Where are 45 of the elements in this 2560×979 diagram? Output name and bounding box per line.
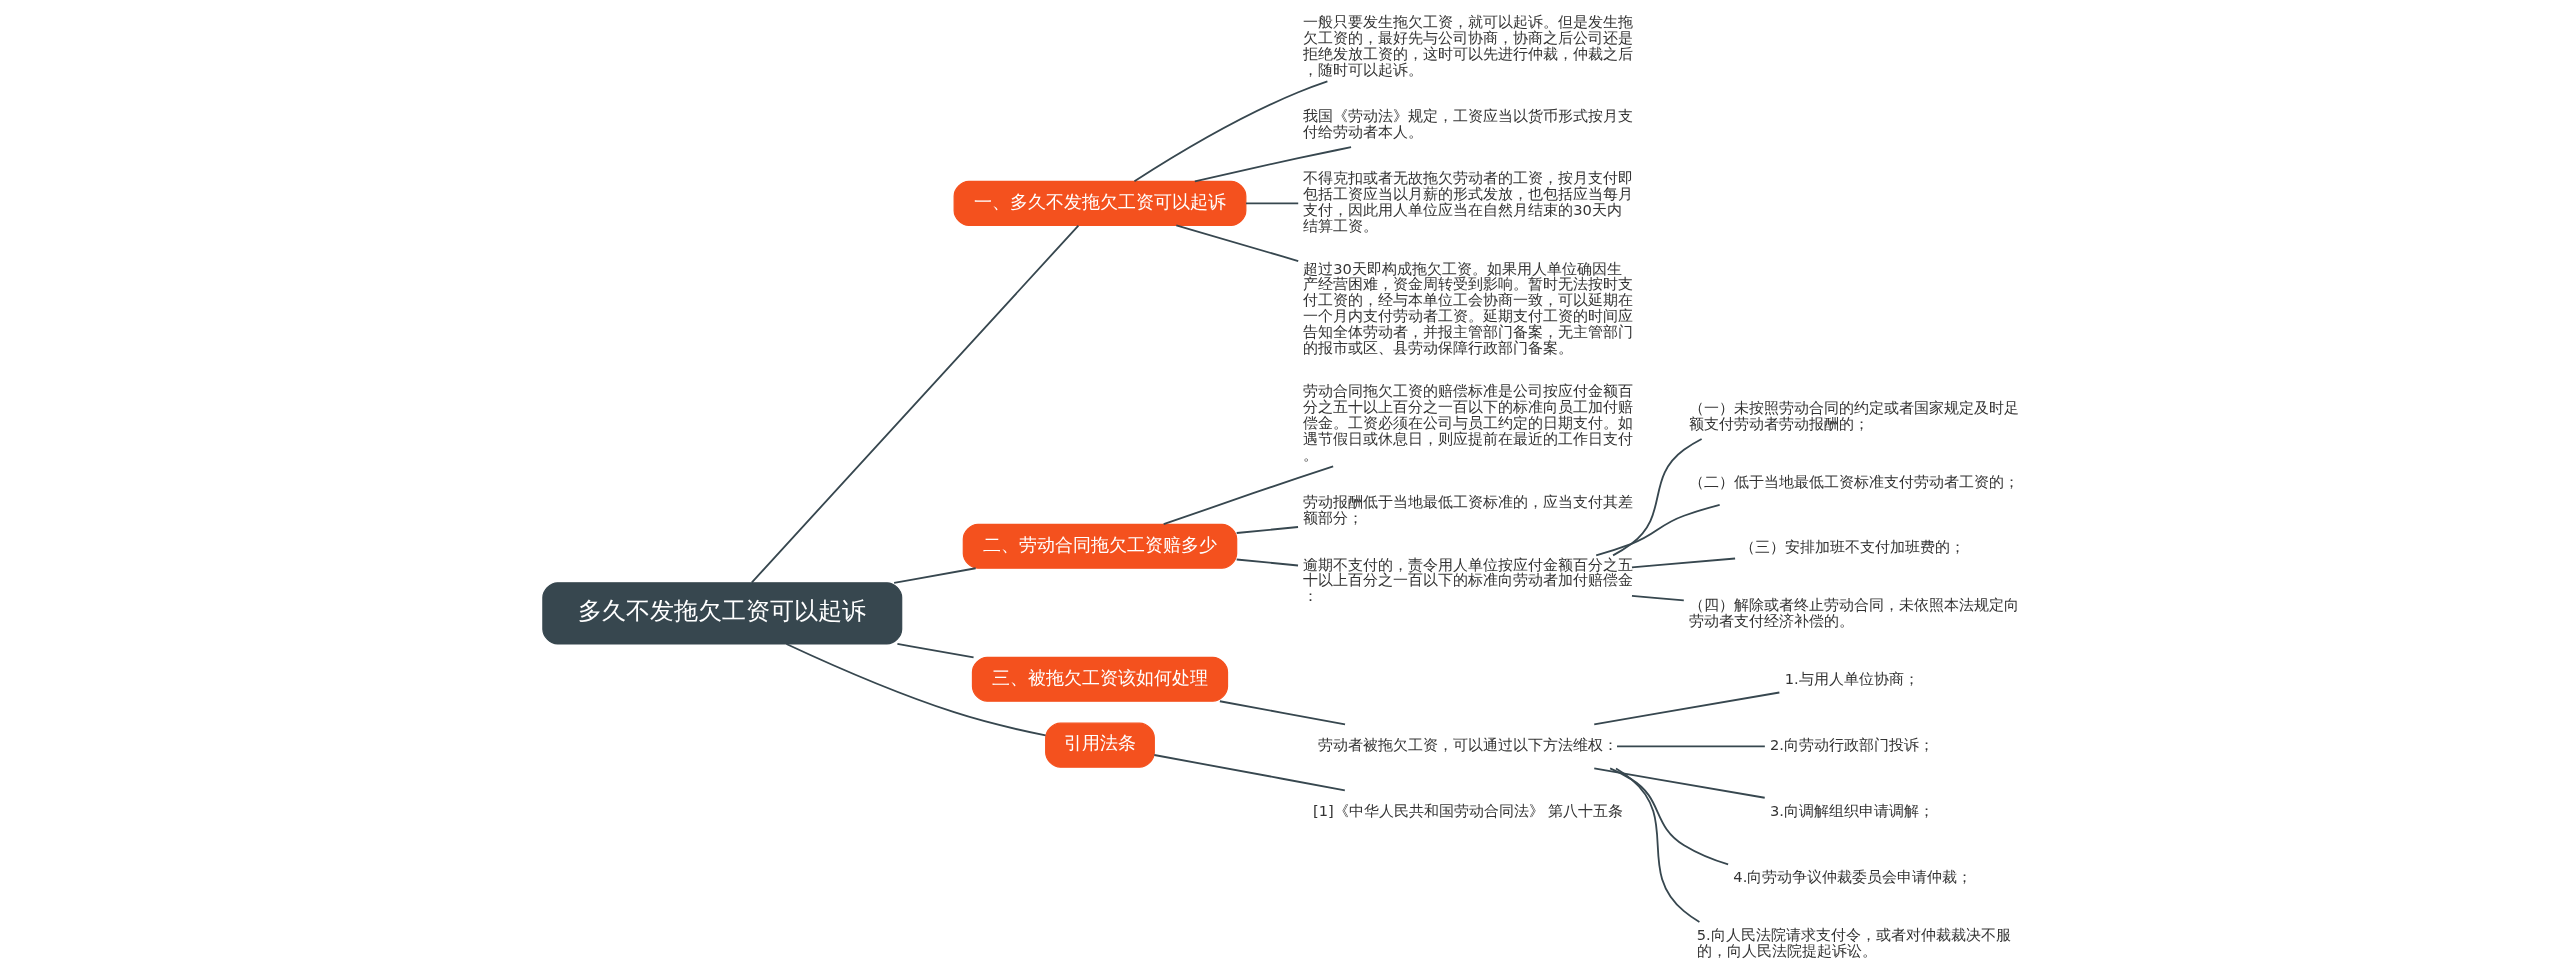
connector [1609,767,1730,866]
node-text: 一般只要发生拖欠工资，就可以起诉。但是发生拖欠工资的，最好先与公司协商，协商之后公司还是拒绝发放工资的，这时可以先进行仲裁，仲裁之后，随时可以起诉。 [1303,13,1634,78]
connector [1235,558,1299,567]
connector [1133,80,1329,183]
connector [785,643,1047,737]
connector [1235,526,1299,534]
node-text: [1]《中华人民共和国劳动合同法》 第八十五条 [1312,802,1624,820]
node-text: （四）解除或者终止劳动合同，未依照本法规定向劳动者支付经济补偿的。 [1688,596,2019,630]
node-text: （二）低于当地最低工资标准支付劳动者工资的； [1688,472,2019,490]
node-text: （一）未按照劳动合同的约定或者国家规定及时足额支付劳动者劳动报酬的； [1688,398,2019,432]
connector [1595,503,1721,557]
connector [1153,754,1346,792]
node-text: 5.向人民法院请求支付令，或者对仲裁裁决不服的，向人民法院提起诉讼。 [1696,925,2011,959]
node-text: 4.向劳动争议仲裁委员会申请仲裁； [1733,867,1973,885]
connector [1219,700,1346,726]
connector [750,224,1080,584]
connector [1593,691,1781,726]
node-text: 劳动者被拖欠工资，可以通过以下方法维权： [1317,736,1618,754]
node-text: （三）安排加班不支付加班费的； [1740,538,1966,556]
node-box: 引用法条 [1045,722,1155,768]
connector [1612,438,1703,557]
connector [1162,465,1335,526]
connector [1245,202,1300,205]
connector [1615,767,1701,923]
node-box: 三、被拖欠工资该如何处理 [971,656,1229,702]
node-box: 二、劳动合同拖欠工资赔多少 [962,523,1238,569]
node-box: 多久不发拖欠工资可以起诉 [542,582,903,645]
node-text: 超过30天即构成拖欠工资。如果用人单位确因生产经营困难，资金周转受到影响。暂时无法按时支付工资的，经与本单位工会协商一致，可以延期在一个月内支付劳动者工资。延期支付工资的时间应告知全体劳动者，并报主管部门备案，无主管部门的报市或区、县劳动保障行政部门备案。 [1303,259,1634,356]
node-text: 不得克扣或者无故拖欠劳动者的工资，按月支付即包括工资应当以月薪的形式发放，也包括应当每月支付，因此用人单位应当在自然月结束的30天内结算工资。 [1303,169,1634,234]
node-text: 我国《劳动法》规定，工资应当以货币形式按月支付给劳动者本人。 [1303,107,1634,140]
connector [1175,224,1300,262]
node-text: 2.向劳动行政部门投诉； [1769,736,1934,754]
node-text: 3.向调解组织申请调解； [1769,802,1934,820]
node-text: 1.与用人单位协商； [1784,670,1919,688]
node-box: 一、多久不发拖欠工资可以起诉 [953,180,1247,226]
connector [893,567,977,584]
node-text: 逾期不支付的，责令用人单位按应付金额百分之五十以上百分之一百以下的标准向劳动者加付赔偿金： [1303,555,1634,605]
connector [1631,557,1736,569]
node-text: 劳动合同拖欠工资的赔偿标准是公司按应付金额百分之五十以上百分之一百以下的标准向员工加付赔偿金。工资必须在公司与员工约定的日期支付。如遇节假日或休息日，则应提前在最近的工作日支付。 [1303,382,1634,463]
connector [1193,146,1352,183]
connector [1616,745,1766,748]
connector [1593,767,1766,799]
connector [1631,595,1685,602]
connector [896,643,975,659]
node-text: 劳动报酬低于当地最低工资标准的，应当支付其差额部分； [1303,492,1634,526]
